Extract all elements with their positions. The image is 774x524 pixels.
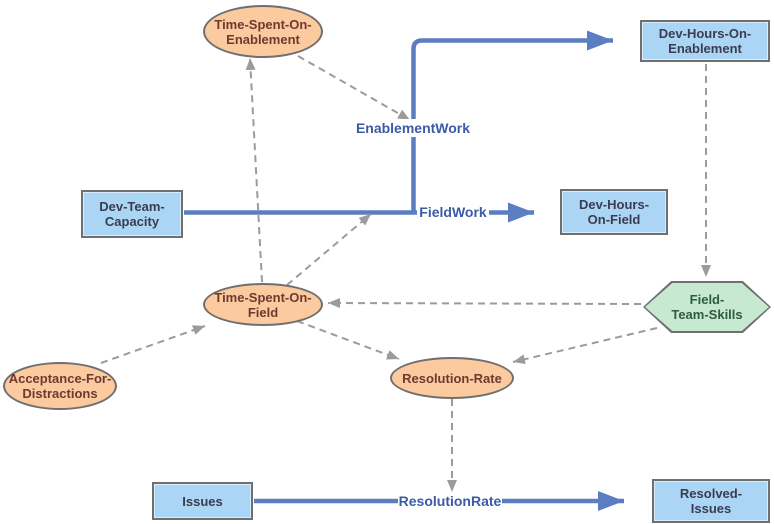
- hexagon-fill: Field- Team-Skills: [645, 283, 769, 331]
- node-label-line: Enablement: [668, 41, 742, 56]
- node-dev-hours-on-field[interactable]: Dev-Hours- On-Field: [560, 189, 668, 235]
- node-label-line: Enablement: [226, 31, 300, 47]
- node-resolved-issues[interactable]: Resolved- Issues: [652, 479, 770, 523]
- node-label-line: Team-Skills: [671, 307, 743, 322]
- node-label-line: Field-: [689, 292, 725, 307]
- node-label-line: Field: [247, 304, 279, 320]
- flow-label-field-work[interactable]: FieldWork: [417, 203, 489, 221]
- node-issues[interactable]: Issues: [152, 482, 253, 520]
- node-label-line: Dev-Hours-: [578, 197, 650, 212]
- node-time-spent-on-enablement[interactable]: Time-Spent-On- Enablement: [203, 5, 323, 58]
- node-resolution-rate[interactable]: Resolution-Rate: [390, 357, 514, 399]
- link-time-spent-field-to-resolution-rate[interactable]: [296, 320, 400, 360]
- node-label-line: Time-Spent-On-: [214, 289, 312, 305]
- flow-label-enablement-work[interactable]: EnablementWork: [355, 119, 471, 137]
- link-acceptance-to-time-spent-field[interactable]: [100, 325, 206, 364]
- node-dev-team-capacity[interactable]: Dev-Team- Capacity: [81, 190, 183, 238]
- node-label-line: On-Field: [587, 212, 641, 227]
- node-field-team-skills[interactable]: Field- Team-Skills: [643, 281, 771, 333]
- flow-label-resolution-rate[interactable]: ResolutionRate: [398, 492, 502, 510]
- node-label-line: Acceptance-For-: [8, 371, 112, 386]
- node-time-spent-on-field[interactable]: Time-Spent-On- Field: [203, 283, 323, 326]
- node-label-line: Dev-Team-: [99, 199, 165, 214]
- link-field-team-skills-to-time-spent-field[interactable]: [327, 298, 642, 309]
- node-label-line: Resolved-: [679, 486, 743, 501]
- node-dev-hours-on-enablement[interactable]: Dev-Hours-On- Enablement: [640, 20, 770, 62]
- link-time-spent-field-to-time-spent-enablement[interactable]: [245, 57, 263, 283]
- node-acceptance-for-distractions[interactable]: Acceptance-For- Distractions: [3, 362, 117, 410]
- link-time-spent-field-to-field-work[interactable]: [286, 213, 372, 286]
- link-field-team-skills-to-resolution-rate[interactable]: [512, 327, 658, 365]
- node-label-line: Capacity: [104, 214, 160, 229]
- node-label-line: Time-Spent-On-: [214, 16, 312, 32]
- node-label-line: Dev-Hours-On-: [658, 26, 752, 41]
- link-time-spent-enablement-to-enablement-work[interactable]: [297, 55, 411, 121]
- node-label-line: Distractions: [22, 386, 98, 401]
- node-label-line: Resolution-Rate: [402, 370, 502, 386]
- node-label-line: Issues: [182, 493, 223, 509]
- node-label-line: Issues: [690, 501, 732, 516]
